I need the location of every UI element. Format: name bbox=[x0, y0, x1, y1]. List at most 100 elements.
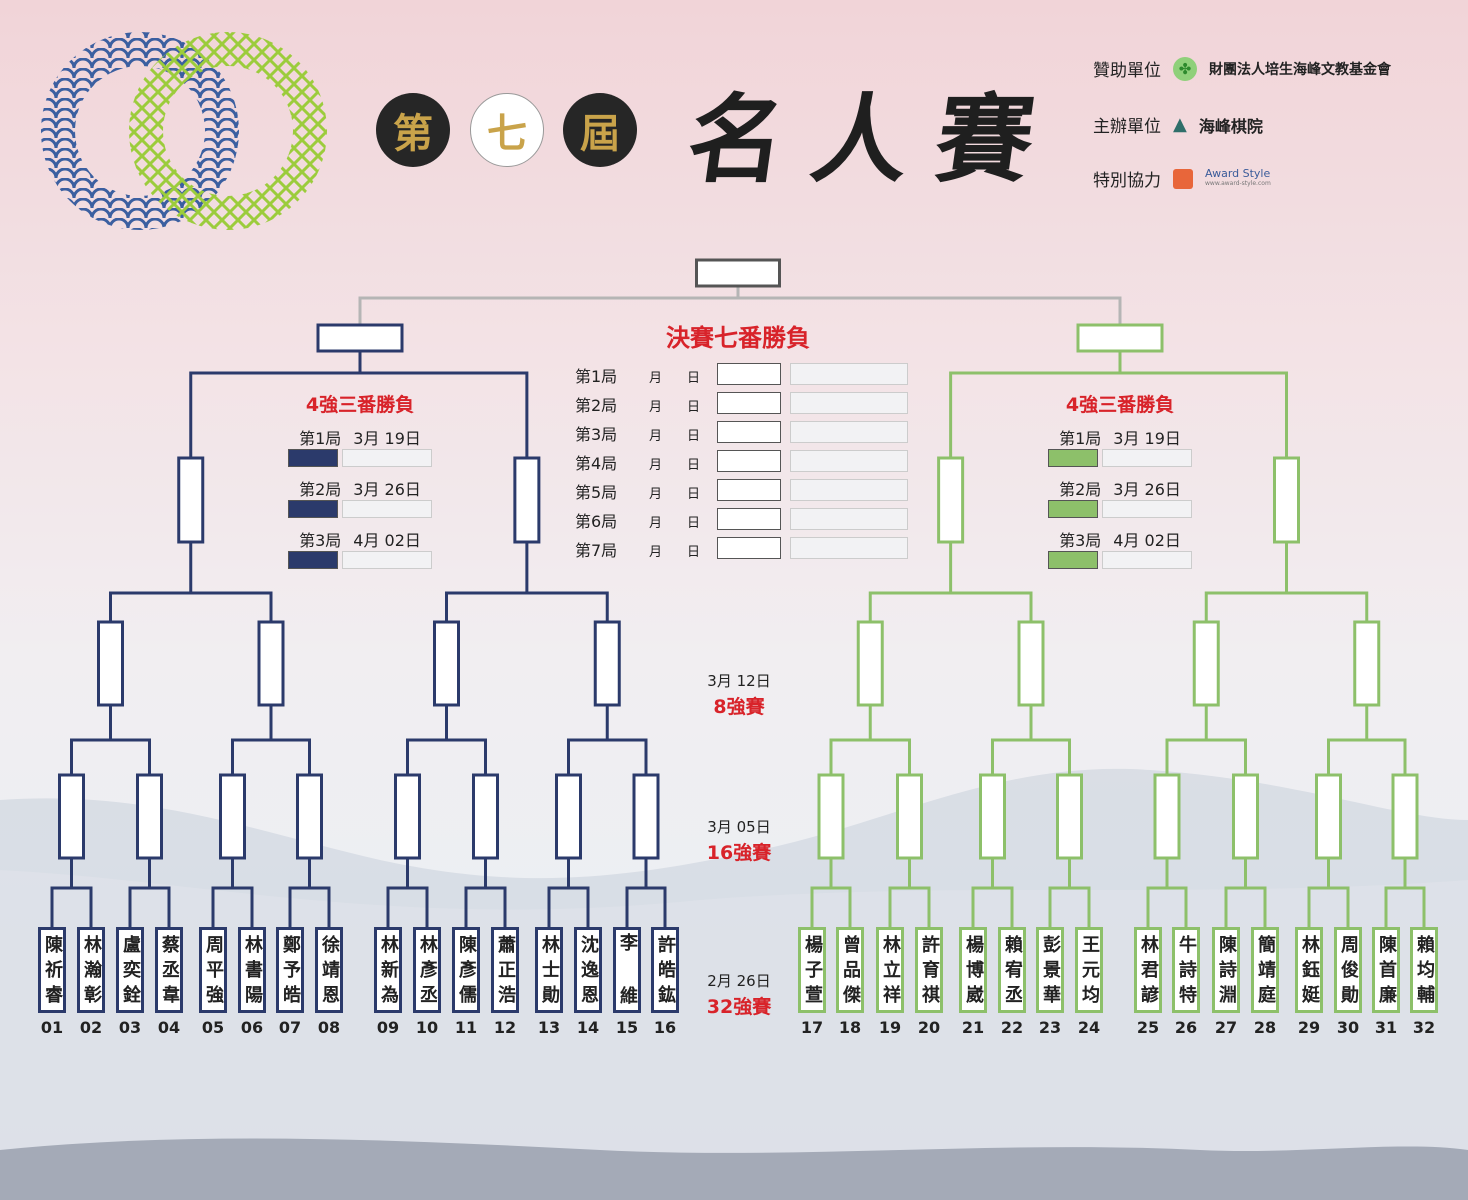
player-seed: 08 bbox=[317, 1018, 341, 1037]
day-label: 日 bbox=[687, 429, 701, 444]
player-seed: 02 bbox=[79, 1018, 103, 1037]
player-seed: 05 bbox=[201, 1018, 225, 1037]
bracket-connector bbox=[1307, 886, 1350, 927]
round16-winner-box bbox=[1391, 773, 1419, 860]
player-name-box: 林書陽 bbox=[238, 927, 266, 1013]
player-seed: 25 bbox=[1136, 1018, 1160, 1037]
finalist-box-left bbox=[316, 323, 404, 353]
quarterfinal-winner-box bbox=[97, 620, 124, 707]
semifinal-score-box bbox=[1048, 551, 1098, 569]
semifinal-score-box bbox=[1048, 500, 1098, 518]
player-seed: 10 bbox=[415, 1018, 439, 1037]
player-name-box: 簡靖庭 bbox=[1251, 927, 1279, 1013]
month-label: 月 bbox=[649, 516, 663, 531]
player-name-box: 蕭正浩 bbox=[491, 927, 519, 1013]
semifinal-score-box bbox=[288, 551, 338, 569]
player-name-box: 沈逸恩 bbox=[574, 927, 602, 1013]
round16-winner-box bbox=[472, 773, 499, 860]
cube-icon bbox=[1173, 168, 1193, 189]
player-seed: 21 bbox=[961, 1018, 985, 1037]
player-name-box: 林彥丞 bbox=[413, 927, 441, 1013]
player-name-box: 許皓鈜 bbox=[651, 927, 679, 1013]
day-label: 日 bbox=[687, 487, 701, 502]
player-seed: 23 bbox=[1038, 1018, 1062, 1037]
player-name-box: 彭景華 bbox=[1036, 927, 1064, 1013]
final-game-result-box bbox=[790, 363, 908, 385]
organizer-role: 主辦單位 bbox=[1093, 117, 1161, 137]
player-name-box: 鄭予皓 bbox=[276, 927, 304, 1013]
final-game-winner-box bbox=[717, 479, 781, 501]
quarterfinal-winner-box bbox=[1353, 620, 1381, 707]
round16-winner-box bbox=[817, 773, 845, 860]
semifinal-title-right: 4強三番勝負 bbox=[1065, 394, 1175, 416]
sponsor-org: 財團法人培生海峰文教基金會 bbox=[1209, 61, 1391, 78]
round16-winner-box bbox=[1315, 773, 1342, 860]
final-game-label: 第6局 bbox=[575, 512, 618, 531]
player-seed: 03 bbox=[118, 1018, 142, 1037]
player-name-box: 陳彥儒 bbox=[452, 927, 480, 1013]
bracket-connector bbox=[109, 591, 273, 622]
player-name-box: 陳首廉 bbox=[1372, 927, 1400, 1013]
bracket-connector bbox=[464, 886, 507, 927]
player-seed: 31 bbox=[1374, 1018, 1398, 1037]
bracket-connector bbox=[1224, 886, 1267, 927]
final-game-label: 第7局 bbox=[575, 541, 618, 560]
round16-winner-box bbox=[632, 773, 660, 860]
semifinal-winner-box bbox=[937, 456, 965, 544]
sponsor-role: 贊助單位 bbox=[1093, 61, 1161, 81]
quarterfinal-winner-box bbox=[1017, 620, 1045, 707]
bracket-connector bbox=[1165, 738, 1247, 775]
semifinal-game-date: 4月 02日 bbox=[353, 531, 421, 550]
player-seed: 28 bbox=[1253, 1018, 1277, 1037]
clover-icon: ✤ bbox=[1173, 56, 1197, 81]
semifinal-game-label: 第2局 bbox=[1059, 480, 1102, 499]
final-game-winner-box bbox=[717, 537, 781, 559]
bracket-connector bbox=[868, 591, 1033, 622]
edition-seal-2: 七 bbox=[470, 93, 544, 167]
month-label: 月 bbox=[649, 545, 663, 560]
player-name-box: 楊子萱 bbox=[798, 927, 826, 1013]
final-game-winner-box bbox=[717, 363, 781, 385]
player-name-box: 林瀚彰 bbox=[77, 927, 105, 1013]
player-seed: 30 bbox=[1336, 1018, 1360, 1037]
bracket-connector bbox=[1048, 886, 1091, 927]
player-name-box: 陳祈睿 bbox=[38, 927, 66, 1013]
player-seed: 26 bbox=[1174, 1018, 1198, 1037]
day-label: 日 bbox=[687, 400, 701, 415]
final-game-label: 第4局 bbox=[575, 454, 618, 473]
semifinal-game-date: 3月 26日 bbox=[1113, 480, 1181, 499]
round16-winner-box bbox=[1232, 773, 1259, 860]
edition-seal-1: 第 bbox=[376, 93, 450, 167]
player-name-box: 周俊勛 bbox=[1334, 927, 1362, 1013]
round16-winner-box bbox=[979, 773, 1006, 860]
final-game-label: 第2局 bbox=[575, 396, 618, 415]
player-name-box: 蔡丞韋 bbox=[155, 927, 183, 1013]
semifinal-game-header: 第2局 3月 26日 bbox=[1059, 476, 1181, 500]
bracket-connector bbox=[288, 886, 331, 927]
partner-role: 特別協力 bbox=[1093, 171, 1161, 191]
month-label: 月 bbox=[649, 371, 663, 386]
player-seed: 16 bbox=[653, 1018, 677, 1037]
month-label: 月 bbox=[649, 429, 663, 444]
bracket-connector bbox=[971, 886, 1014, 927]
day-label: 日 bbox=[687, 545, 701, 560]
semifinal-result-box bbox=[1102, 551, 1192, 569]
bracket-connector bbox=[547, 886, 590, 927]
quarterfinal-winner-box bbox=[433, 620, 460, 707]
bracket-connector bbox=[50, 886, 93, 927]
semifinal-game-label: 第1局 bbox=[1059, 429, 1102, 448]
month-label: 月 bbox=[649, 400, 663, 415]
sponsor-row: 贊助單位 ✤ 財團法人培生海峰文教基金會 bbox=[1093, 56, 1391, 81]
final-game-result-box bbox=[790, 450, 908, 472]
player-name-box: 林士勛 bbox=[535, 927, 563, 1013]
player-seed: 22 bbox=[1000, 1018, 1024, 1037]
semifinal-winner-box bbox=[513, 456, 541, 544]
bracket-connector bbox=[567, 738, 648, 775]
round16-winner-box bbox=[136, 773, 163, 860]
final-game-result-box bbox=[790, 421, 908, 443]
quarterfinal-winner-box bbox=[593, 620, 621, 707]
